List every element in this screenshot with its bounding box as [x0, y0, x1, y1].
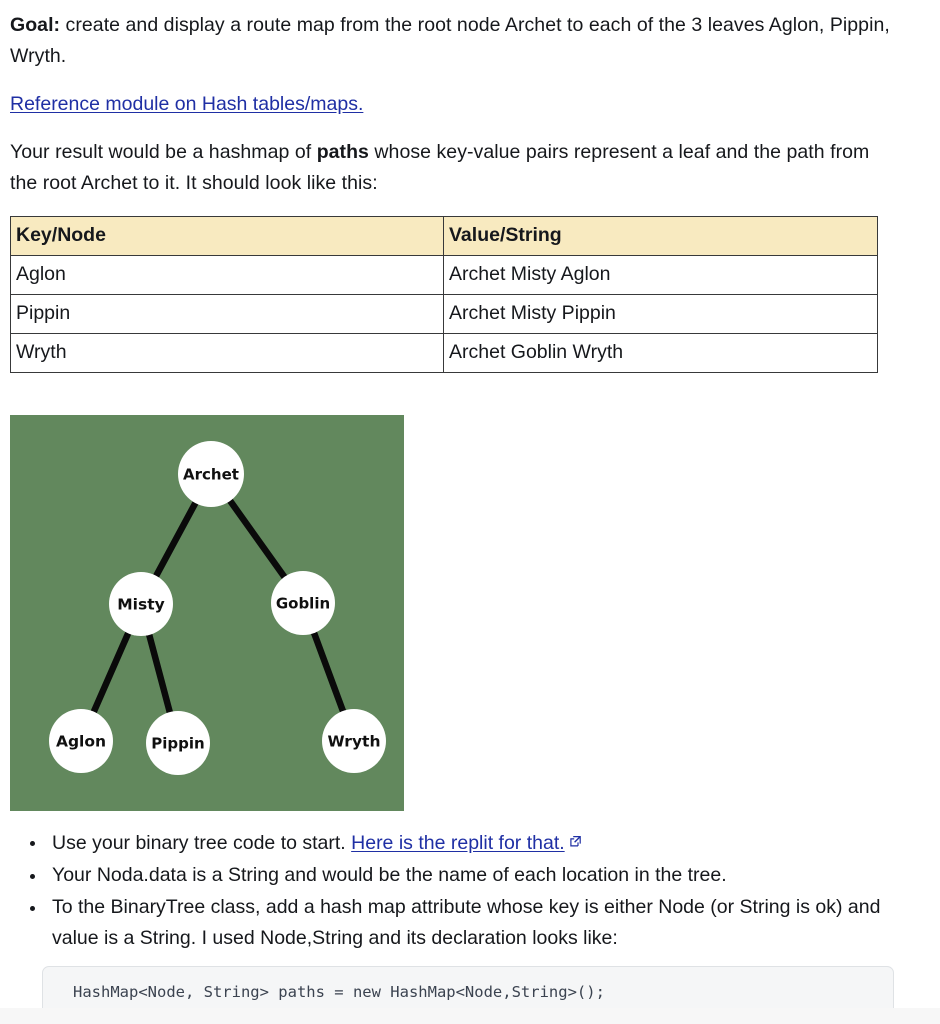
table-row: Aglon Archet Misty Aglon: [10, 255, 878, 295]
result-suffix: whose key-value pairs represent a leaf a…: [10, 141, 870, 194]
table-cell-key: Wryth: [10, 333, 444, 373]
result-paragraph: Your result would be a hashmap of paths …: [10, 137, 896, 199]
tree-edge-archet-misty: [152, 498, 200, 580]
list-item: Use your binary tree code to start. Here…: [30, 827, 896, 859]
table-cell-key: Pippin: [10, 294, 444, 334]
table-row: Wryth Archet Goblin Wryth: [10, 333, 878, 373]
tree-node-aglon: Aglon: [49, 709, 113, 773]
goal-paragraph: Goal: create and display a route map fro…: [10, 10, 896, 72]
goal-text: create and display a route map from the …: [10, 14, 890, 67]
list-item: To the BinaryTree class, add a hash map …: [30, 892, 896, 954]
notes-list: Use your binary tree code to start. Here…: [10, 827, 896, 954]
note-3-text: To the BinaryTree class, add a hash map …: [52, 896, 881, 949]
table-cell-value: Archet Misty Pippin: [443, 294, 878, 334]
tree-node-circle: [271, 571, 335, 635]
table-cell-value: Archet Misty Aglon: [443, 255, 878, 295]
tree-edges-group: [90, 496, 347, 717]
tree-node-circle: [322, 709, 386, 773]
table-cell-key: Aglon: [10, 255, 444, 295]
tree-node-circle: [49, 709, 113, 773]
bottom-band: [0, 1008, 940, 1024]
replit-link[interactable]: Here is the replit for that.: [351, 832, 565, 854]
tree-node-label: Aglon: [56, 733, 106, 751]
table-header-key: Key/Node: [10, 216, 444, 256]
note-1-text: Use your binary tree code to start.: [52, 832, 352, 854]
table-cell-value: Archet Goblin Wryth: [443, 333, 878, 373]
goal-label: Goal:: [10, 14, 61, 36]
table-row: Pippin Archet Misty Pippin: [10, 294, 878, 334]
tree-edge-misty-pippin: [145, 630, 174, 717]
table-header-row: Key/Node Value/String: [10, 216, 878, 256]
tree-node-label: Wryth: [327, 733, 380, 751]
tree-node-misty: Misty: [109, 572, 173, 636]
tree-node-archet: Archet: [178, 441, 244, 507]
reference-module-link[interactable]: Reference module on Hash tables/maps.: [10, 93, 364, 115]
paths-table: Key/Node Value/String Aglon Archet Misty…: [10, 216, 878, 373]
tree-node-circle: [109, 572, 173, 636]
tree-edge-goblin-wryth: [310, 628, 347, 716]
tree-node-pippin: Pippin: [146, 711, 210, 775]
table-header-value: Value/String: [443, 216, 878, 256]
list-item: Your Noda.data is a String and would be …: [30, 860, 896, 891]
note-2-text: Your Noda.data is a String and would be …: [52, 864, 727, 886]
tree-node-label: Goblin: [276, 595, 330, 613]
tree-node-circle: [178, 441, 244, 507]
tree-node-label: Misty: [117, 596, 164, 614]
tree-node-label: Pippin: [151, 735, 204, 753]
result-prefix: Your result would be a hashmap of: [10, 141, 317, 163]
code-snippet: HashMap<Node, String> paths = new HashMa…: [73, 983, 605, 1001]
tree-edge-archet-goblin: [226, 496, 289, 582]
reference-link-paragraph: Reference module on Hash tables/maps.: [10, 89, 896, 120]
result-bold-paths: paths: [316, 141, 369, 163]
tree-node-label: Archet: [183, 466, 239, 484]
tree-edge-misty-aglon: [90, 629, 132, 716]
external-link-icon: [569, 827, 582, 858]
tree-node-wryth: Wryth: [322, 709, 386, 773]
tree-node-circle: [146, 711, 210, 775]
tree-node-goblin: Goblin: [271, 571, 335, 635]
